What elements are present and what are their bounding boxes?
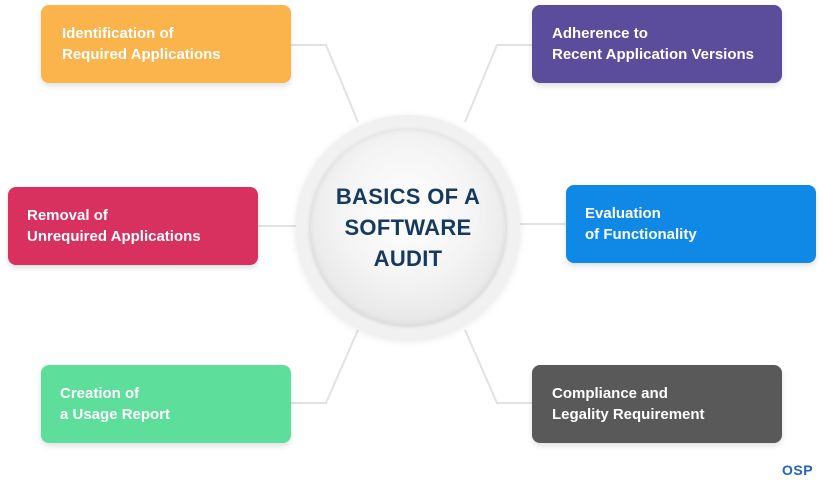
node-creation-line-1: Creation of <box>60 385 140 402</box>
node-adherence-line-2: Recent Application Versions <box>552 46 754 63</box>
osp-logo: OSP <box>782 462 814 478</box>
node-compliance-line-1: Compliance and <box>552 385 668 402</box>
connector-identification <box>291 44 359 123</box>
hub-title: BASICS OF A SOFTWARE AUDIT <box>335 183 481 271</box>
node-identification-line-1: Identification of <box>62 25 174 42</box>
node-adherence-line-1: Adherence to <box>552 25 648 42</box>
hub-circle: BASICS OF A SOFTWARE AUDIT <box>296 115 520 339</box>
node-removal-line-2: Unrequired Applications <box>27 228 201 245</box>
node-removal-line-1: Removal of <box>27 207 108 224</box>
node-removal: Removal of Unrequired Applications <box>8 187 258 265</box>
connector-adherence <box>464 44 532 123</box>
connector-compliance <box>464 329 532 404</box>
connector-creation <box>291 329 359 404</box>
node-creation-line-2: a Usage Report <box>60 406 171 423</box>
node-evaluation-line-1: Evaluation <box>585 205 661 222</box>
node-creation: Creation of a Usage Report <box>41 365 291 443</box>
node-compliance-line-2: Legality Requirement <box>552 406 705 423</box>
node-adherence: Adherence to Recent Application Versions <box>532 5 782 83</box>
hub-inner-circle: BASICS OF A SOFTWARE AUDIT <box>310 129 506 325</box>
node-compliance: Compliance and Legality Requirement <box>532 365 782 443</box>
node-evaluation-line-2: of Functionality <box>585 226 697 243</box>
node-evaluation: Evaluation of Functionality <box>566 185 816 263</box>
node-identification-line-2: Required Applications <box>62 46 221 63</box>
node-identification: Identification of Required Applications <box>41 5 291 83</box>
